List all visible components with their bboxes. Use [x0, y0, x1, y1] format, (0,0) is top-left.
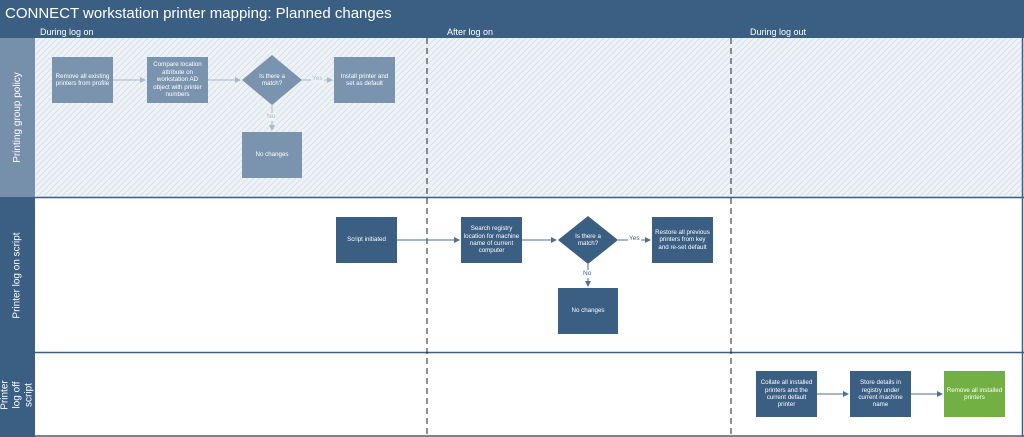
policy-yes-label: Yes [311, 75, 324, 83]
lane-logon-bg [35, 198, 1024, 352]
lane-label-logoff-script: Printer log off script [0, 353, 35, 437]
lane-label-logoff-text: Printer log off script [0, 380, 35, 410]
lane-label-logon-text: Printer log on script [12, 231, 23, 319]
logon-search-registry-step: Search registry location for machine nam… [463, 225, 520, 255]
lane-label-policy: Printing group policy [0, 38, 35, 197]
logon-restore-printers-step: Restore all previous printers from key a… [655, 228, 710, 251]
logoff-store-details-step: Store details in registry under current … [858, 379, 903, 409]
policy-compare-location-step: Compare location attribute on workstatio… [153, 61, 202, 99]
logon-script-initiated-step: Script initiated [347, 236, 386, 244]
logon-no-label: No [582, 270, 593, 278]
policy-install-printer-step: Install printer and set as default [340, 72, 389, 87]
lane-label-logon-script: Printer log on script [0, 198, 35, 352]
policy-match-decision: Is there a match? [259, 72, 285, 87]
logoff-remove-printers-step: Remove all installed printers [946, 386, 1003, 401]
logoff-collate-printers-step: Collate all installed printers and the c… [760, 379, 813, 409]
phase-during-log-out: During log out [750, 27, 807, 37]
phase-after-log-on: After log on [447, 27, 494, 37]
phase-header-bar [0, 27, 1024, 38]
policy-no-changes: No changes [255, 151, 289, 159]
logon-match-decision: Is there a match? [575, 232, 601, 247]
lane-label-policy-text: Printing group policy [12, 72, 24, 163]
logon-yes-label: Yes [628, 235, 641, 243]
logon-no-changes: No changes [571, 307, 605, 315]
diagram-title: CONNECT workstation printer mapping: Pla… [0, 0, 1024, 27]
phase-during-log-on: During log on [40, 27, 94, 37]
policy-no-label: No [266, 113, 277, 121]
policy-remove-printers-step: Remove all existing printers from profil… [55, 72, 110, 87]
